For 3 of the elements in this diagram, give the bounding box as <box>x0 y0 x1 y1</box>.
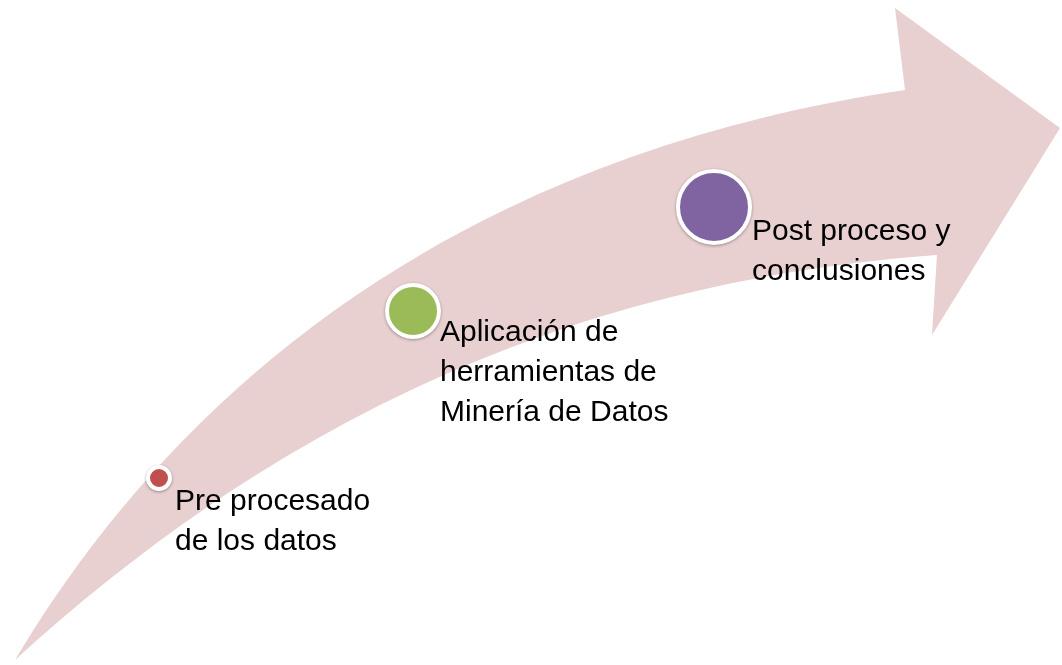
step-label: Aplicación de herramientas de Minería de Datos <box>440 313 670 429</box>
step-label: Post proceso y conclusiones <box>752 212 952 288</box>
step-label: Pre procesado de los datos <box>175 482 372 558</box>
